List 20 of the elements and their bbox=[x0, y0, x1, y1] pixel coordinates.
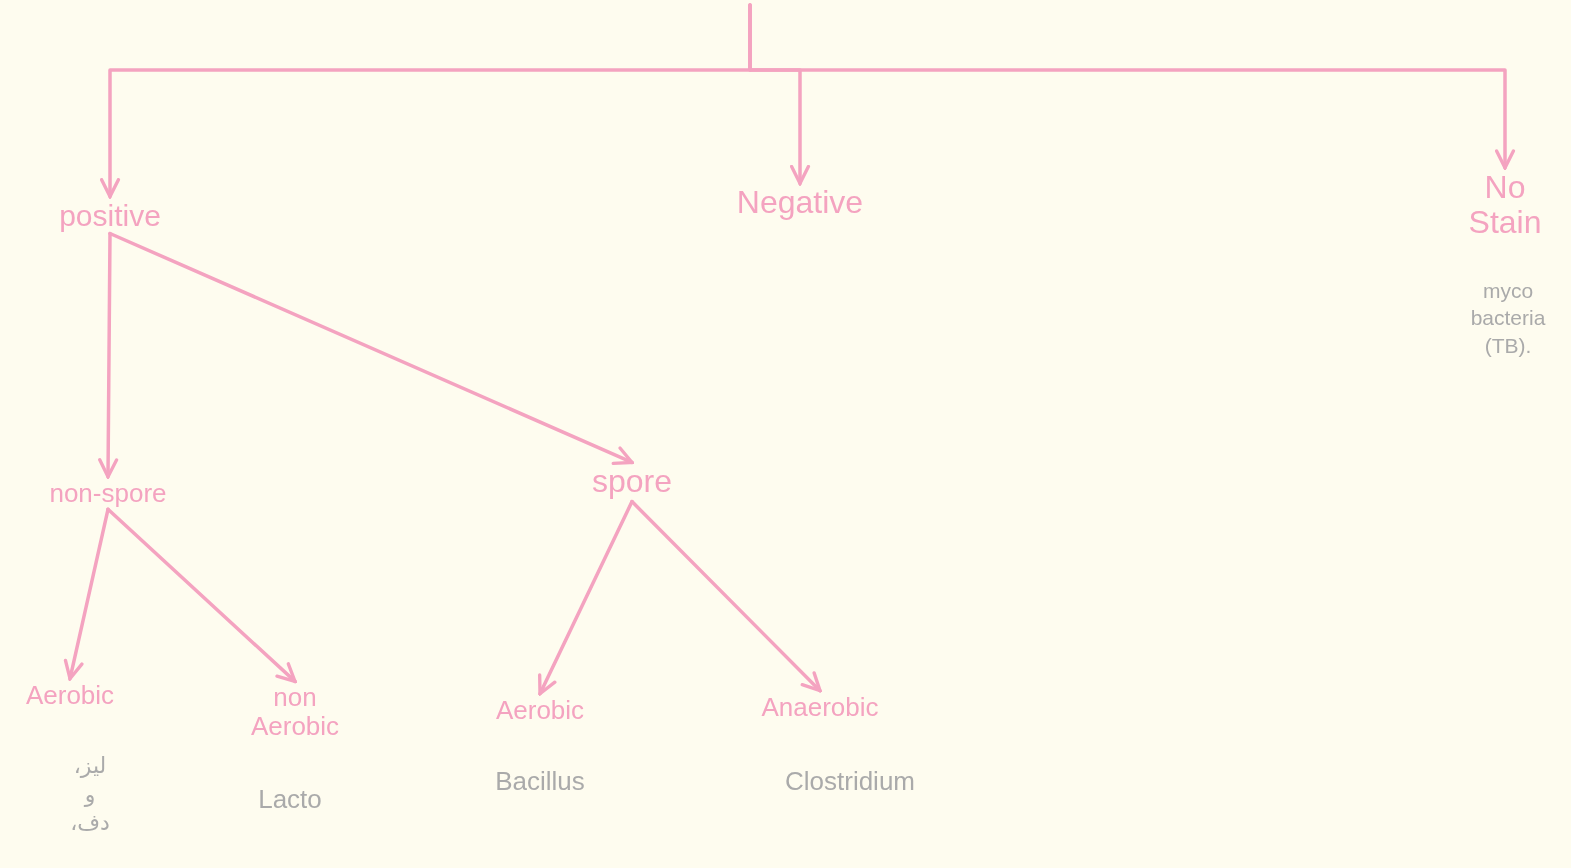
category-label: Anaerobic bbox=[710, 692, 930, 722]
category-label: Aerobic bbox=[460, 695, 620, 725]
category-label: non-spore bbox=[0, 478, 218, 508]
arrow bbox=[63, 507, 110, 681]
example-text: ليز، و دف، bbox=[70, 752, 110, 838]
category-label: positive bbox=[10, 198, 210, 232]
arrow bbox=[106, 507, 297, 684]
category-label: Aerobic bbox=[0, 680, 140, 710]
example-text: myco bacteria (TB). bbox=[1469, 278, 1547, 359]
category-label: No Stain bbox=[1455, 169, 1555, 241]
example-text: Clostridium bbox=[784, 765, 916, 799]
category-label: non Aerobic bbox=[230, 683, 360, 741]
arrow bbox=[108, 231, 634, 466]
category-label: spore bbox=[532, 464, 732, 500]
arrow bbox=[538, 499, 634, 696]
example-text: Bacillus bbox=[494, 765, 586, 799]
example-text: Lacto bbox=[257, 783, 323, 817]
category-label: Negative bbox=[670, 185, 930, 221]
arrow bbox=[748, 3, 1516, 170]
arrow bbox=[630, 499, 822, 693]
